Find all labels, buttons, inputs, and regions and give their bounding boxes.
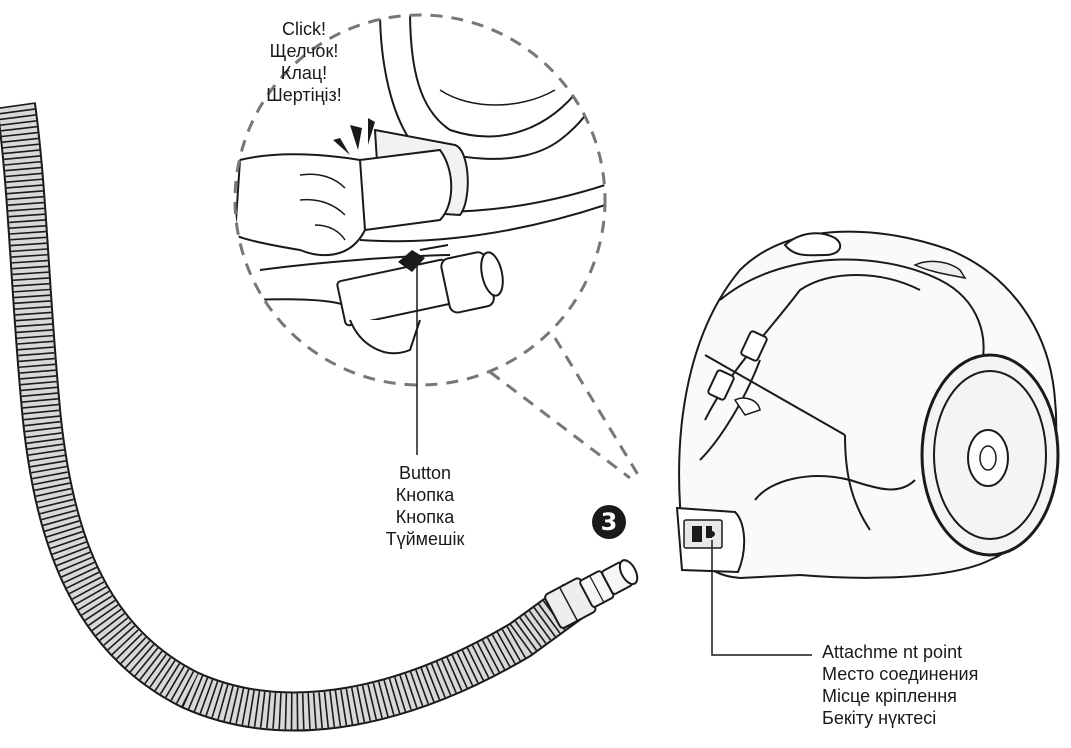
click-label: Click! Щелчок! Клац! Шертіңіз!: [244, 18, 364, 106]
detail-magnifier: [233, 13, 642, 480]
click-label-line: Click!: [282, 19, 326, 39]
button-label-line: Кнопка: [395, 485, 455, 505]
attachment-label-line: Бекіту нүктесі: [822, 708, 937, 728]
attachment-label-line: Місце кріплення: [822, 686, 957, 706]
attachment-label-line: Место соединения: [822, 664, 979, 684]
attachment-point-label: Attachme nt point Место соединения Місце…: [822, 641, 978, 729]
corrugated-hose: [0, 102, 587, 732]
attachment-leader-line: [711, 540, 812, 656]
button-label-line: Кнопка: [395, 507, 455, 527]
click-label-line: Клац!: [280, 63, 328, 83]
hose-connector: [544, 559, 639, 629]
vacuum-cleaner: [675, 230, 1060, 580]
click-label-line: Шертіңіз!: [266, 85, 342, 105]
click-label-line: Щелчок!: [269, 41, 339, 61]
button-label-line: Түймешік: [385, 529, 465, 549]
button-label-line: Button: [398, 463, 452, 483]
button-label: Button Кнопка Кнопка Түймешік: [360, 462, 490, 550]
attachment-label-line: Attachme nt point: [822, 642, 963, 662]
step-number-badge: 3: [592, 505, 626, 539]
